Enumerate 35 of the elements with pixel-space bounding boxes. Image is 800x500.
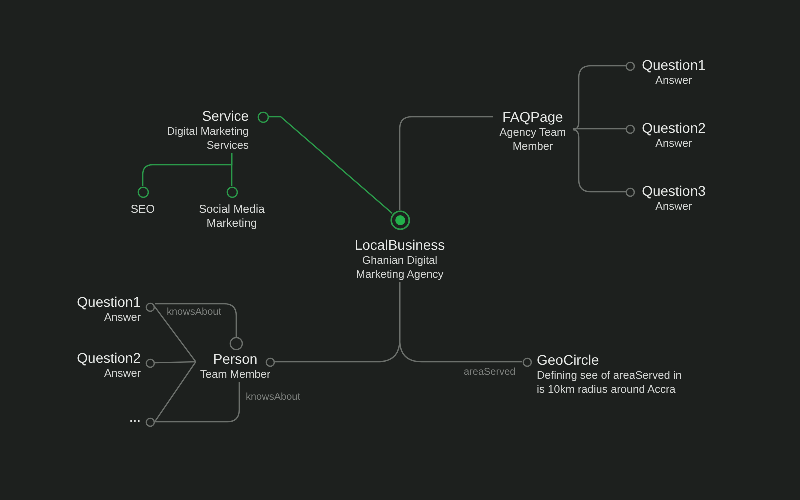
- node-description: Agency Team Member: [498, 126, 568, 154]
- node-description: Team Member: [200, 368, 271, 382]
- connector-line: [231, 153, 233, 186]
- connector-line: [155, 303, 244, 350]
- node-description: Digital Marketing Services: [166, 125, 249, 153]
- node-title: GeoCircle: [537, 351, 600, 369]
- node-title: LocalBusiness: [354, 236, 446, 254]
- node-title: FAQPage: [502, 108, 564, 126]
- connector-line: [399, 116, 493, 210]
- connector-line: [572, 129, 626, 193]
- node-description: Ghanian Digital Marketing Agency: [355, 254, 445, 282]
- connector-line: [154, 306, 197, 362]
- node-description: Answer: [656, 137, 692, 151]
- node-title: SEO: [130, 203, 156, 217]
- node-title: Question1: [77, 293, 141, 311]
- connector-line: [269, 116, 393, 214]
- connector-line: [572, 65, 626, 131]
- node-title: Person: [213, 350, 258, 368]
- node-title: Question3: [642, 182, 706, 200]
- connector-line: [155, 382, 240, 423]
- node-title: ...: [129, 408, 141, 426]
- connector-line: [154, 362, 197, 422]
- node-description: Answer: [104, 367, 141, 381]
- node-description: Answer: [656, 74, 692, 88]
- connector-line: [154, 361, 196, 364]
- node-title: Social Media Marketing: [198, 203, 266, 231]
- node-title: Question2: [77, 349, 141, 367]
- node-description: Answer: [104, 311, 141, 325]
- node-description: Defining see of areaServed in is 10km radius around Accra: [537, 369, 683, 397]
- connector-line: [399, 282, 522, 363]
- node-description: Answer: [656, 200, 692, 214]
- node-title: Service: [202, 107, 249, 125]
- node-title: Question1: [642, 56, 706, 74]
- connector-line: [573, 128, 626, 130]
- node-title: Question2: [642, 119, 706, 137]
